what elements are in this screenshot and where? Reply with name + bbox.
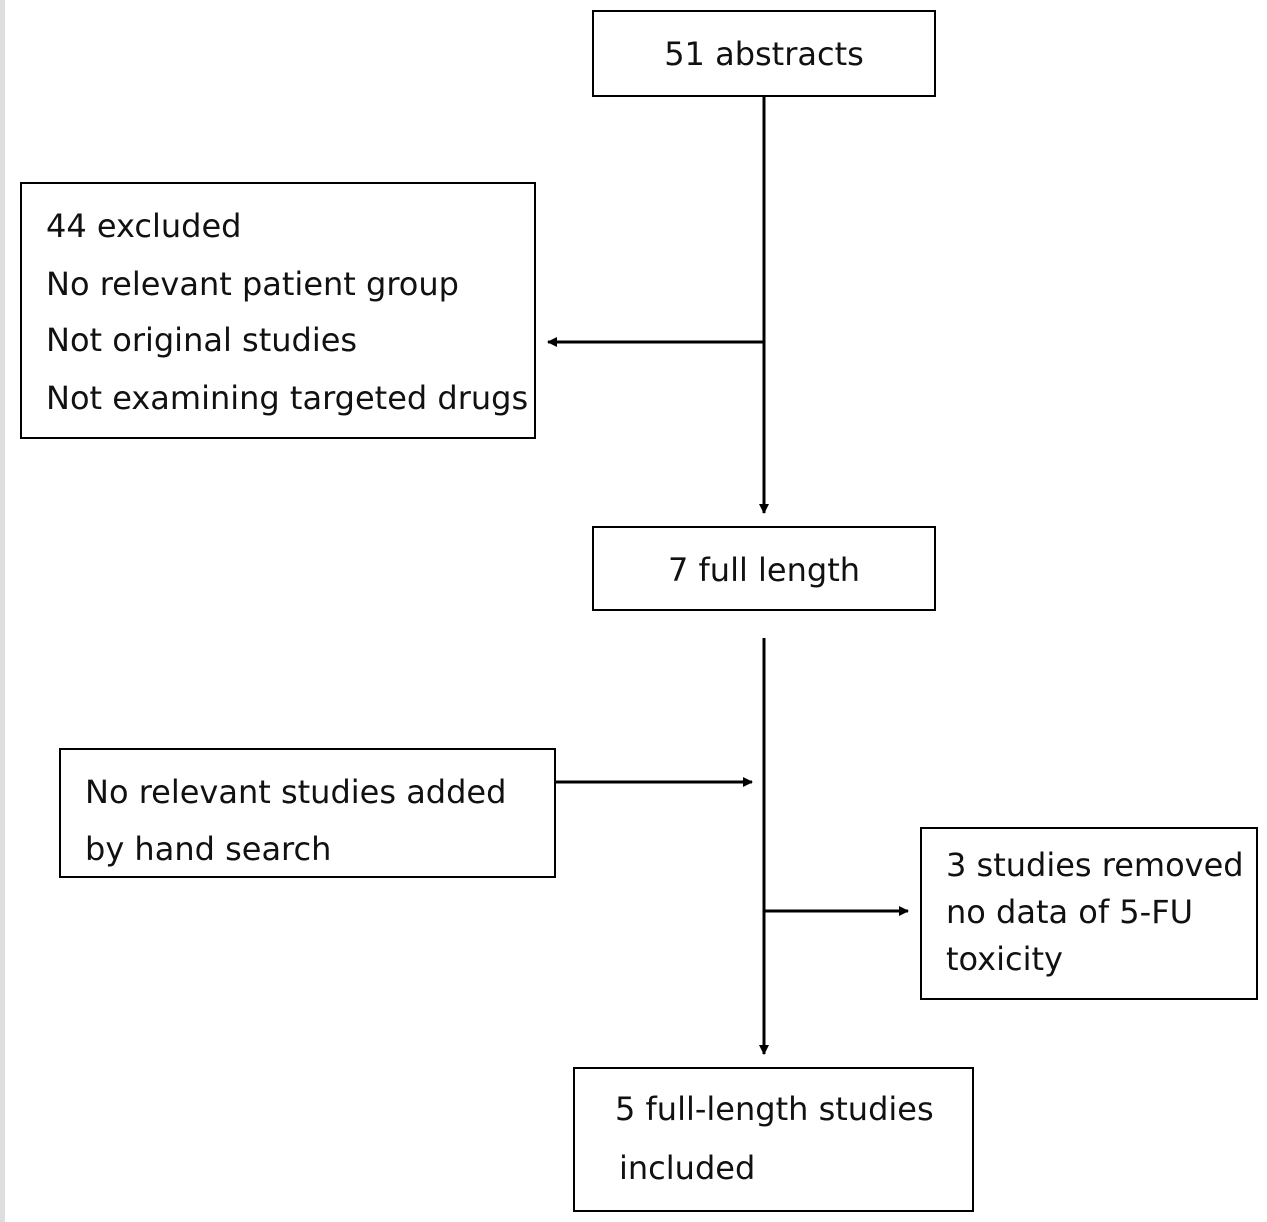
abstracts-box: 51 abstracts (592, 10, 936, 97)
full-length-box: 7 full length (592, 526, 936, 611)
excluded-reason: No relevant patient group (46, 265, 459, 303)
removed-line: 3 studies removed (946, 846, 1244, 884)
excluded-title: 44 excluded (46, 207, 242, 245)
removed-box: 3 studies removed no data of 5-FU toxici… (920, 827, 1258, 1000)
included-line: 5 full-length studies (615, 1090, 934, 1128)
hand-search-box: No relevant studies added by hand search (59, 748, 556, 878)
removed-line: toxicity (946, 940, 1063, 978)
removed-line: no data of 5-FU (946, 893, 1194, 931)
hand-search-line: No relevant studies added (85, 773, 507, 811)
page-edge (0, 0, 5, 1222)
included-box: 5 full-length studies included (573, 1067, 974, 1212)
hand-search-line: by hand search (85, 830, 332, 868)
full-length-label: 7 full length (667, 551, 861, 589)
excluded-box: 44 excluded No relevant patient group No… (20, 182, 536, 439)
included-line: included (619, 1149, 756, 1187)
abstracts-label: 51 abstracts (664, 35, 864, 73)
excluded-reason: Not examining targeted drugs (46, 379, 529, 417)
excluded-reason: Not original studies (46, 321, 358, 359)
